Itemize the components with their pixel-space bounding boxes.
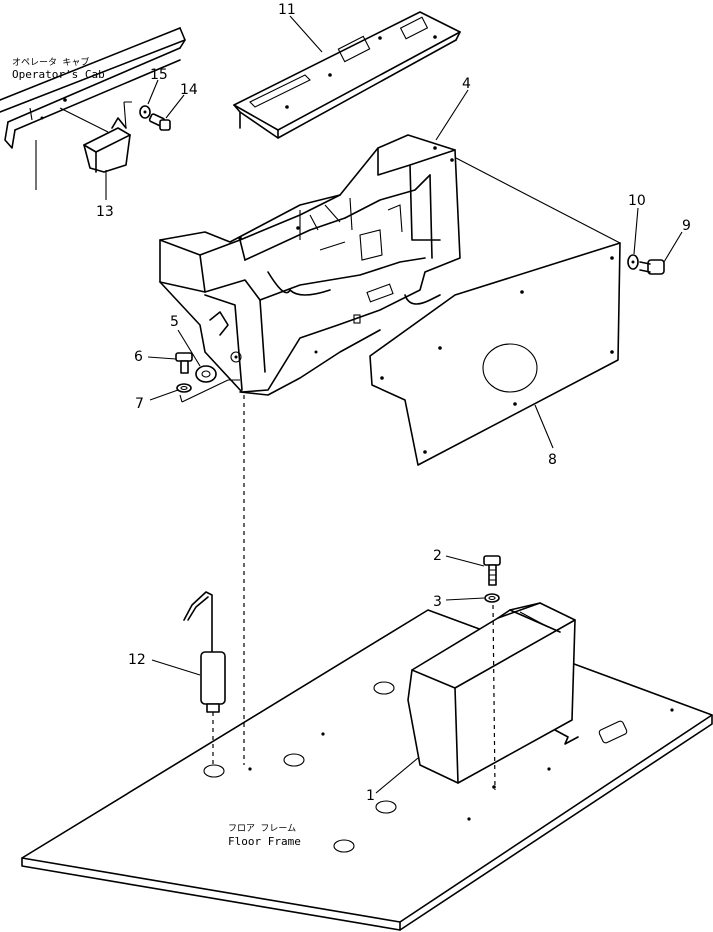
part-15-washer <box>139 105 151 119</box>
callout-7: 7 <box>135 396 144 412</box>
part-2-bolt <box>483 555 501 586</box>
part-5-bushing <box>195 365 217 383</box>
callout-15: 15 <box>150 67 168 83</box>
operator-cab-label-jp: オペレータ キャブ <box>12 56 89 68</box>
callout-10: 10 <box>628 193 646 209</box>
callout-9: 9 <box>682 218 691 234</box>
callout-12: 12 <box>128 652 146 668</box>
callout-14: 14 <box>180 82 198 98</box>
operator-cab-label: Operator's Cab <box>12 68 105 81</box>
callouts: 1 2 3 4 5 6 7 8 9 10 11 12 13 <box>96 2 691 804</box>
callout-13: 13 <box>96 204 114 220</box>
part-4-frame <box>159 134 461 396</box>
part-14-bolt <box>148 113 171 131</box>
floor-frame-label: Floor Frame <box>228 835 301 848</box>
part-13-handle <box>59 107 131 173</box>
part-6-bolt <box>175 352 193 374</box>
callout-5: 5 <box>170 314 179 330</box>
floor-frame <box>21 609 713 931</box>
callout-6: 6 <box>134 349 143 365</box>
callout-8: 8 <box>548 452 557 468</box>
part-11-cover <box>233 11 461 139</box>
part-3-washer <box>484 593 500 603</box>
callout-1: 1 <box>366 788 375 804</box>
floor-frame-label-jp: フロア フレーム <box>228 823 296 834</box>
part-7-washer <box>176 383 192 393</box>
part-12-damper <box>183 591 226 766</box>
part-8-panel <box>369 157 621 466</box>
callout-11: 11 <box>278 2 296 18</box>
part-1-box <box>407 602 576 791</box>
callout-2: 2 <box>433 548 442 564</box>
part-9-bolt <box>639 259 665 275</box>
callout-4: 4 <box>462 76 471 92</box>
operator-cab-rail <box>0 27 186 190</box>
part-10-washer <box>627 254 639 270</box>
callout-3: 3 <box>433 594 442 610</box>
